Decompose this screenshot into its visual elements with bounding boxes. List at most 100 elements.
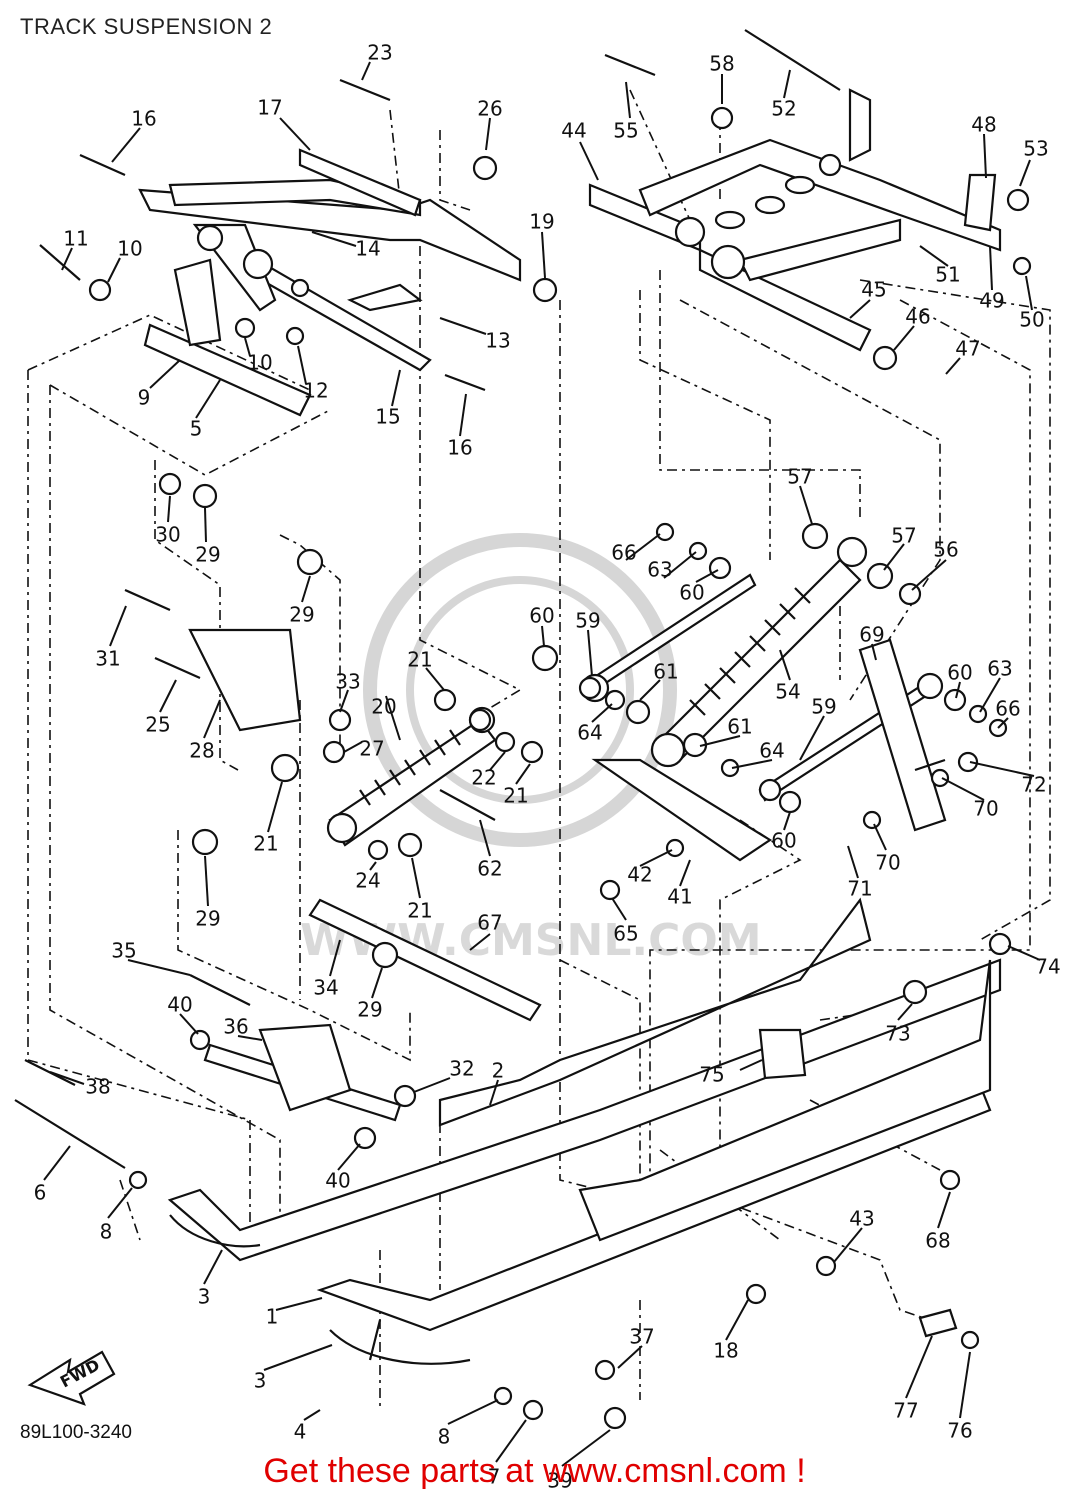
- callout-12: 12: [303, 379, 328, 403]
- callout-67: 67: [477, 911, 502, 935]
- callout-35: 35: [111, 939, 136, 963]
- callout-68: 68: [925, 1229, 950, 1253]
- callout-59: 59: [811, 695, 836, 719]
- callout-59: 59: [575, 609, 600, 633]
- callout-21: 21: [407, 648, 432, 672]
- slide-rail-left: [167, 897, 1002, 1262]
- callout-60: 60: [679, 581, 704, 605]
- callout-19: 19: [529, 210, 554, 234]
- callout-4: 4: [294, 1420, 307, 1444]
- callout-52: 52: [771, 97, 796, 121]
- callout-62: 62: [477, 857, 502, 881]
- callout-48: 48: [971, 113, 996, 137]
- callout-14: 14: [355, 237, 380, 261]
- callout-77: 77: [893, 1399, 918, 1423]
- callout-21: 21: [503, 784, 528, 808]
- callout-28: 28: [189, 739, 214, 763]
- callout-22: 22: [471, 766, 496, 790]
- callout-47: 47: [955, 337, 980, 361]
- callout-55: 55: [613, 119, 638, 143]
- callout-40: 40: [325, 1169, 350, 1193]
- callout-61: 61: [727, 715, 752, 739]
- callout-5: 5: [190, 417, 203, 441]
- callout-56: 56: [933, 538, 958, 562]
- callout-16: 16: [447, 436, 472, 460]
- assembly-guide-lines: [27, 89, 1051, 1410]
- callout-25: 25: [145, 713, 170, 737]
- callout-39: 39: [547, 1469, 572, 1493]
- callout-20: 20: [371, 695, 396, 719]
- callout-26: 26: [477, 97, 502, 121]
- callout-57: 57: [891, 524, 916, 548]
- callout-21: 21: [253, 832, 278, 856]
- rear-arm-assembly: [588, 88, 1002, 352]
- callout-71: 71: [847, 877, 872, 901]
- callout-17: 17: [257, 96, 282, 120]
- callout-53: 53: [1023, 137, 1048, 161]
- callout-50: 50: [1019, 308, 1044, 332]
- callout-60: 60: [771, 829, 796, 853]
- callout-65: 65: [613, 922, 638, 946]
- callout-43: 43: [849, 1207, 874, 1231]
- callout-66: 66: [995, 697, 1020, 721]
- callout-60: 60: [947, 661, 972, 685]
- diagram-code: 89L100-3240: [20, 1422, 132, 1443]
- callout-72: 72: [1021, 773, 1046, 797]
- callout-54: 54: [775, 680, 800, 704]
- callout-8: 8: [438, 1425, 451, 1449]
- callout-61: 61: [653, 660, 678, 684]
- callout-69: 69: [859, 623, 884, 647]
- callout-70: 70: [875, 851, 900, 875]
- callout-36: 36: [223, 1015, 248, 1039]
- callout-10: 10: [117, 237, 142, 261]
- callout-29: 29: [357, 998, 382, 1022]
- callout-27: 27: [359, 737, 384, 761]
- callout-23: 23: [367, 41, 392, 65]
- callout-64: 64: [577, 721, 602, 745]
- callout-32: 32: [449, 1057, 474, 1081]
- callout-3: 3: [254, 1369, 267, 1393]
- callout-70: 70: [973, 797, 998, 821]
- callout-60: 60: [529, 604, 554, 628]
- callout-1: 1: [266, 1305, 279, 1329]
- front-arm-assembly: [138, 148, 522, 417]
- hardware: [14, 29, 1032, 1430]
- callout-11: 11: [63, 227, 88, 251]
- callout-51: 51: [935, 263, 960, 287]
- callout-73: 73: [885, 1022, 910, 1046]
- callout-40: 40: [167, 993, 192, 1017]
- callout-16: 16: [131, 107, 156, 131]
- callout-15: 15: [375, 405, 400, 429]
- callout-66: 66: [611, 541, 636, 565]
- rear-shock-absorber: [650, 536, 868, 768]
- callout-leaders: [43, 61, 1041, 1467]
- callout-76: 76: [947, 1419, 972, 1443]
- callout-38: 38: [85, 1075, 110, 1099]
- footer-link-text[interactable]: Get these parts at www.cmsnl.com !: [263, 1452, 806, 1490]
- fwd-arrow-icon: FWD: [27, 1350, 116, 1406]
- callout-46: 46: [905, 305, 930, 329]
- callout-30: 30: [155, 523, 180, 547]
- callout-29: 29: [195, 907, 220, 931]
- slide-rail-right: [316, 959, 992, 1365]
- callout-58: 58: [709, 52, 734, 76]
- callout-8: 8: [100, 1220, 113, 1244]
- callout-9: 9: [138, 386, 151, 410]
- callout-75: 75: [699, 1063, 724, 1087]
- callout-13: 13: [485, 329, 510, 353]
- callout-44: 44: [561, 119, 586, 143]
- callout-63: 63: [987, 657, 1012, 681]
- callout-64: 64: [759, 739, 784, 763]
- callout-2: 2: [492, 1059, 505, 1083]
- callout-29: 29: [289, 603, 314, 627]
- callout-7: 7: [488, 1465, 501, 1489]
- callout-3: 3: [198, 1285, 211, 1309]
- callout-10: 10: [247, 351, 272, 375]
- callout-18: 18: [713, 1339, 738, 1363]
- callout-42: 42: [627, 863, 652, 887]
- lower-pivot-arm: [203, 1023, 402, 1122]
- callout-24: 24: [355, 869, 380, 893]
- callout-41: 41: [667, 885, 692, 909]
- callout-21: 21: [407, 899, 432, 923]
